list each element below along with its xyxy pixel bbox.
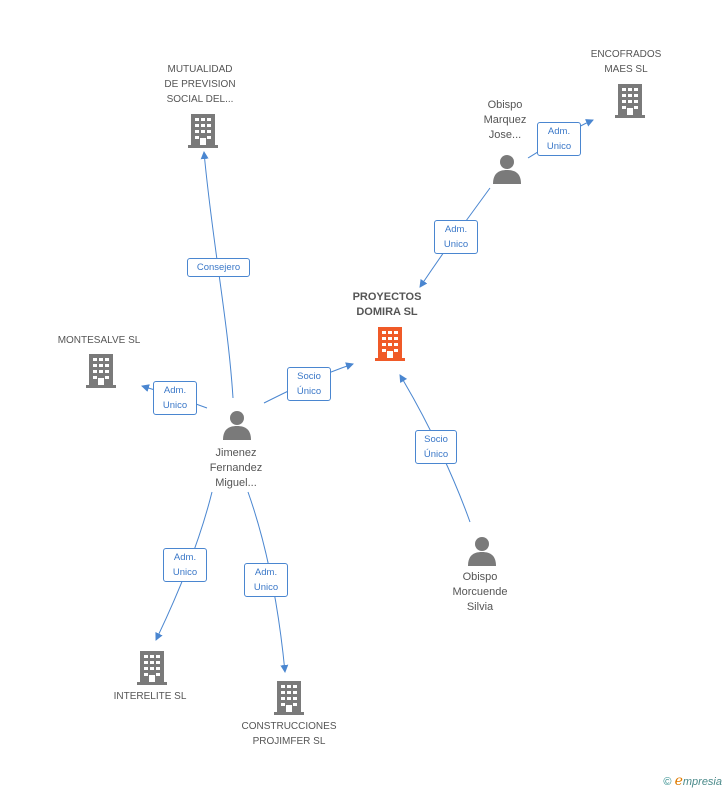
building-icon: [137, 651, 167, 685]
edge-label-adm-montesalve: Adm. Unico: [153, 381, 197, 415]
brand-name: mpresia: [682, 776, 722, 788]
copyright-icon: ©: [663, 776, 672, 788]
building-icon: [188, 114, 218, 148]
building-icon: [375, 327, 405, 361]
brand-initial: e: [674, 773, 683, 789]
edge-label-socio-jimenez: Socio Único: [287, 367, 331, 401]
person-icon: [223, 411, 251, 440]
edge-label-consejero: Consejero: [187, 258, 250, 277]
node-label-montesalve[interactable]: MONTESALVE SL: [57, 335, 141, 346]
node-label-proyectos[interactable]: PROYECTOS DOMIRA SL: [352, 291, 422, 318]
person-icon: [493, 155, 521, 184]
edge-label-adm-interelite: Adm. Unico: [163, 548, 207, 582]
person-icon: [468, 537, 496, 566]
building-icon: [86, 354, 116, 388]
node-label-encofrados[interactable]: ENCOFRADOS MAES SL: [590, 49, 662, 75]
node-label-interelite[interactable]: INTERELITE SL: [113, 691, 187, 702]
edge-label-socio-morcuende: Socio Único: [415, 430, 457, 464]
edge-label-adm-proyectos: Adm. Unico: [434, 220, 478, 254]
node-label-obispo-marquez[interactable]: Obispo Marquez Jose...: [483, 99, 527, 141]
building-icon: [274, 681, 304, 715]
footer-brand: © empresia: [663, 773, 722, 789]
edge-label-adm-construcciones: Adm. Unico: [244, 563, 288, 597]
node-label-construcciones[interactable]: CONSTRUCCIONES PROJIMFER SL: [241, 721, 337, 747]
node-label-obispo-morcuende[interactable]: Obispo Morcuende Silvia: [452, 571, 508, 613]
edge-label-adm-encofrados: Adm. Unico: [537, 122, 581, 156]
node-label-mutualidad[interactable]: MUTUALIDAD DE PREVISION SOCIAL DEL...: [164, 64, 236, 105]
edge-jimenez-mutualidad: [200, 151, 234, 399]
building-icon: [615, 84, 645, 118]
node-label-jimenez[interactable]: Jimenez Fernandez Miguel...: [209, 447, 263, 489]
